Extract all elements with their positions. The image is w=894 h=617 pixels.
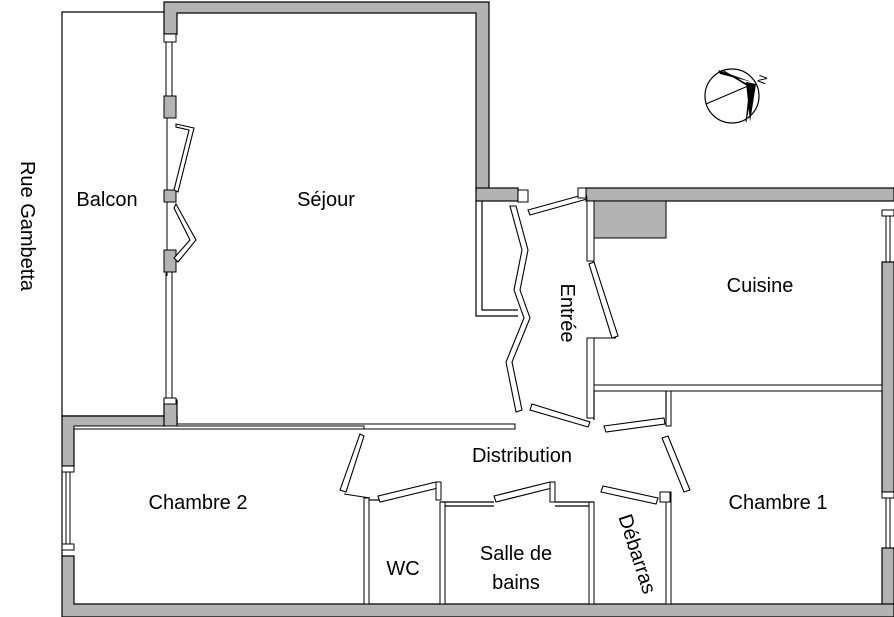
kitchen-window <box>881 209 894 262</box>
room-label-balcon: Balcon <box>76 189 137 211</box>
room-label-distribution: Distribution <box>472 445 572 467</box>
street-label: Rue Gambetta <box>16 161 38 292</box>
living-balcony-windows <box>163 33 197 405</box>
bedroom2-window <box>61 465 75 551</box>
room-label-chambre-2: Chambre 2 <box>149 492 248 514</box>
kitchen-counter <box>593 200 667 239</box>
balcony-outline <box>61 11 166 417</box>
exterior-walls <box>61 1 894 617</box>
interior-walls <box>73 200 883 605</box>
doors <box>339 187 691 505</box>
bedroom1-window <box>881 491 894 548</box>
room-label-chambre-1: Chambre 1 <box>729 492 828 514</box>
room-label-sejour: Séjour <box>297 189 355 211</box>
room-label-debarras: Débarras <box>614 512 660 597</box>
room-label-salle-line1: Salle de <box>480 543 552 565</box>
room-label-entree: Entrée <box>556 284 578 343</box>
room-label-salle-line2: bains <box>492 572 540 594</box>
room-label-cuisine: Cuisine <box>727 275 794 297</box>
compass-icon: N <box>704 68 770 124</box>
room-label-wc: WC <box>386 558 419 580</box>
